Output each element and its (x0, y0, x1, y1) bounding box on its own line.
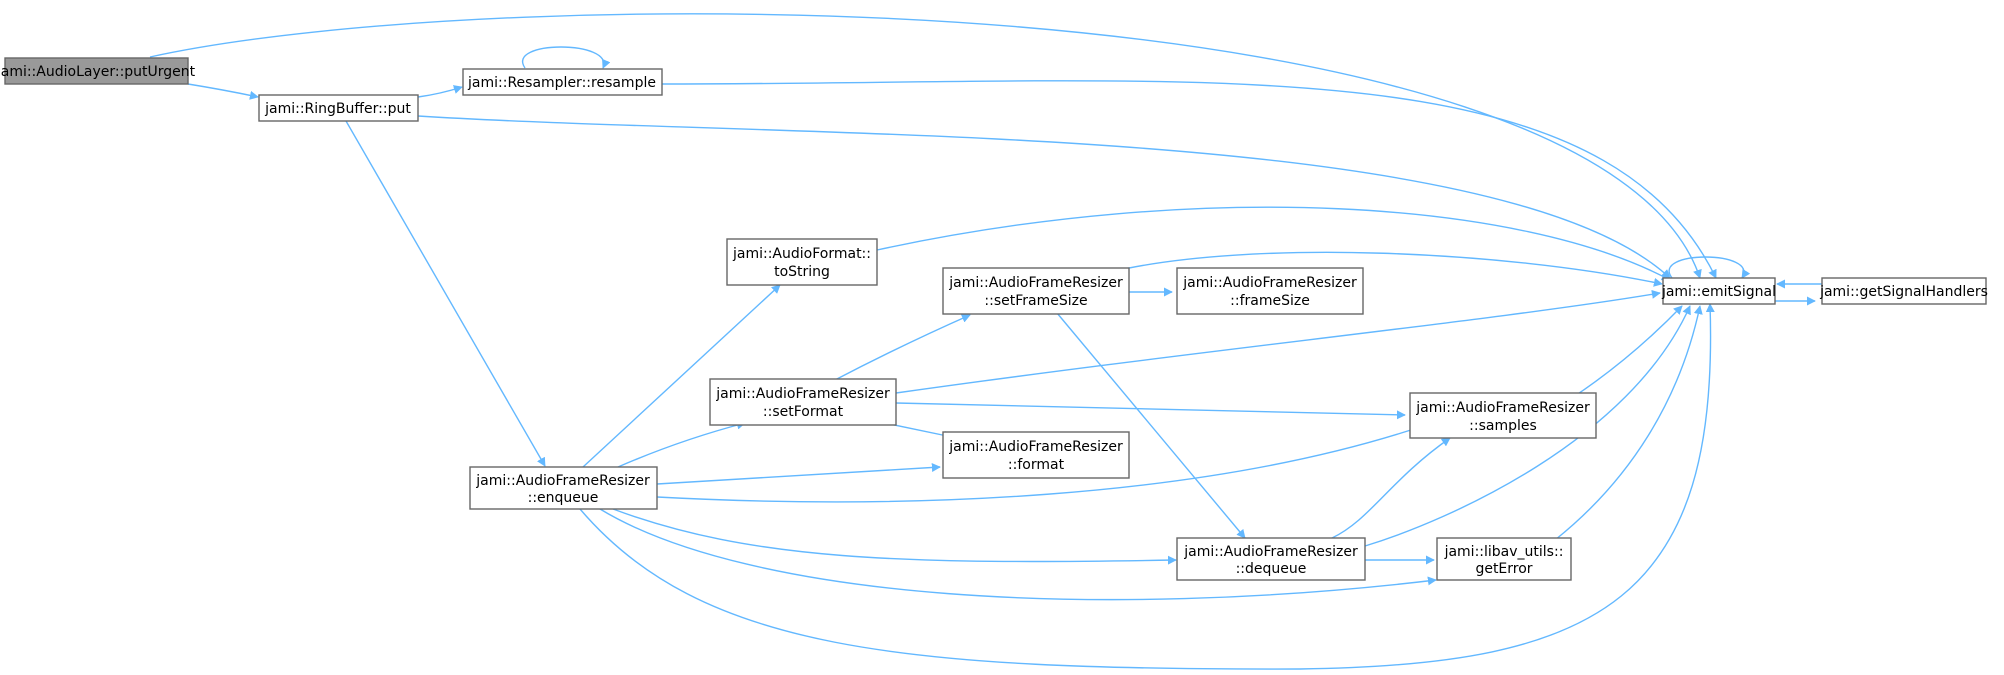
edge-rbput-resample (417, 85, 463, 98)
node-enqueue-label-2: ::enqueue (528, 490, 599, 506)
node-getError-label-1: jami::libav_utils:: (1444, 544, 1564, 560)
edge-enqueue-toString (582, 284, 781, 468)
node-putUrgent-label: jami::AudioLayer::putUrgent (0, 64, 196, 80)
edge-enqueue-getError (599, 508, 1437, 601)
node-toString[interactable]: jami::AudioFormat:: toString (726, 238, 878, 286)
node-format-label-2: ::format (1008, 457, 1065, 473)
node-resample-label: jami::Resampler::resample (467, 75, 656, 91)
edge-putUrgent-emitSignal (149, 13, 1702, 279)
node-getSignalHandlers-label: jami::getSignalHandlers (1819, 284, 1988, 300)
edge-enqueue-format (656, 462, 941, 485)
node-frameSize[interactable]: jami::AudioFrameResizer ::frameSize (1176, 267, 1364, 315)
edge-emitSignal-emitSignal (1668, 256, 1751, 279)
nodes: jami::AudioLayer::putUrgent jami::RingBu… (0, 57, 1988, 581)
edge-resample-emitSignal (661, 80, 1717, 279)
node-enqueue[interactable]: jami::AudioFrameResizer ::enqueue (469, 466, 658, 510)
edge-setFrameSize-emitSignal (1114, 251, 1663, 287)
node-frameSize-label-2: ::frameSize (1230, 293, 1310, 309)
edges (149, 13, 1822, 670)
node-setFormat[interactable]: jami::AudioFrameResizer ::setFormat (709, 378, 897, 426)
node-rbput-label: jami::RingBuffer::put (264, 101, 411, 117)
node-getError[interactable]: jami::libav_utils:: getError (1436, 537, 1572, 581)
edge-rbput-emitSignal (417, 115, 1671, 279)
node-setFrameSize[interactable]: jami::AudioFrameResizer ::setFrameSize (942, 267, 1130, 315)
edge-dequeue-samples (1331, 437, 1451, 539)
edge-putUrgent-rbput (187, 83, 259, 100)
node-rbput[interactable]: jami::RingBuffer::put (258, 94, 419, 122)
node-frameSize-label-1: jami::AudioFrameResizer (1182, 275, 1357, 291)
edge-dequeue-emitSignal (1364, 305, 1691, 547)
edge-toString-emitSignal (876, 206, 1671, 281)
node-setFormat-label-2: ::setFormat (763, 404, 844, 420)
node-samples-label-1: jami::AudioFrameResizer (1415, 400, 1590, 416)
node-dequeue-label-2: ::dequeue (1236, 561, 1307, 577)
node-format-label-1: jami::AudioFrameResizer (948, 439, 1123, 455)
edge-setFrameSize-dequeue (1056, 312, 1246, 539)
node-enqueue-label-1: jami::AudioFrameResizer (475, 473, 650, 489)
edge-getError-emitSignal (1554, 305, 1703, 541)
edge-setFormat-samples (895, 402, 1406, 420)
node-getError-label-2: getError (1475, 561, 1532, 577)
edge-rbput-enqueue (345, 120, 546, 467)
node-dequeue[interactable]: jami::AudioFrameResizer ::dequeue (1176, 537, 1366, 581)
node-samples[interactable]: jami::AudioFrameResizer ::samples (1409, 392, 1597, 439)
node-format[interactable]: jami::AudioFrameResizer ::format (942, 431, 1130, 479)
edge-setFormat-setFrameSize (832, 314, 971, 382)
node-samples-label-2: ::samples (1469, 418, 1537, 434)
node-dequeue-label-1: jami::AudioFrameResizer (1183, 544, 1358, 560)
edge-setFormat-emitSignal (895, 289, 1661, 394)
node-emitSignal[interactable]: jami::emitSignal (1661, 277, 1776, 305)
edge-enqueue-samples (656, 425, 1421, 503)
node-setFormat-label-1: jami::AudioFrameResizer (715, 386, 890, 402)
edge-enqueue-dequeue (612, 508, 1177, 565)
node-resample[interactable]: jami::Resampler::resample (462, 68, 663, 96)
node-toString-label-1: jami::AudioFormat:: (732, 246, 871, 262)
edge-enqueue-setFormat (617, 420, 746, 468)
node-getSignalHandlers[interactable]: jami::getSignalHandlers (1819, 277, 1988, 305)
edge-resample-resample (521, 46, 611, 69)
edge-enqueue-emitSignal (579, 303, 1715, 670)
node-setFrameSize-label-1: jami::AudioFrameResizer (948, 275, 1123, 291)
node-setFrameSize-label-2: ::setFrameSize (984, 293, 1087, 309)
node-putUrgent[interactable]: jami::AudioLayer::putUrgent (0, 57, 196, 85)
node-toString-label-2: toString (774, 264, 830, 280)
node-emitSignal-label: jami::emitSignal (1661, 284, 1776, 300)
